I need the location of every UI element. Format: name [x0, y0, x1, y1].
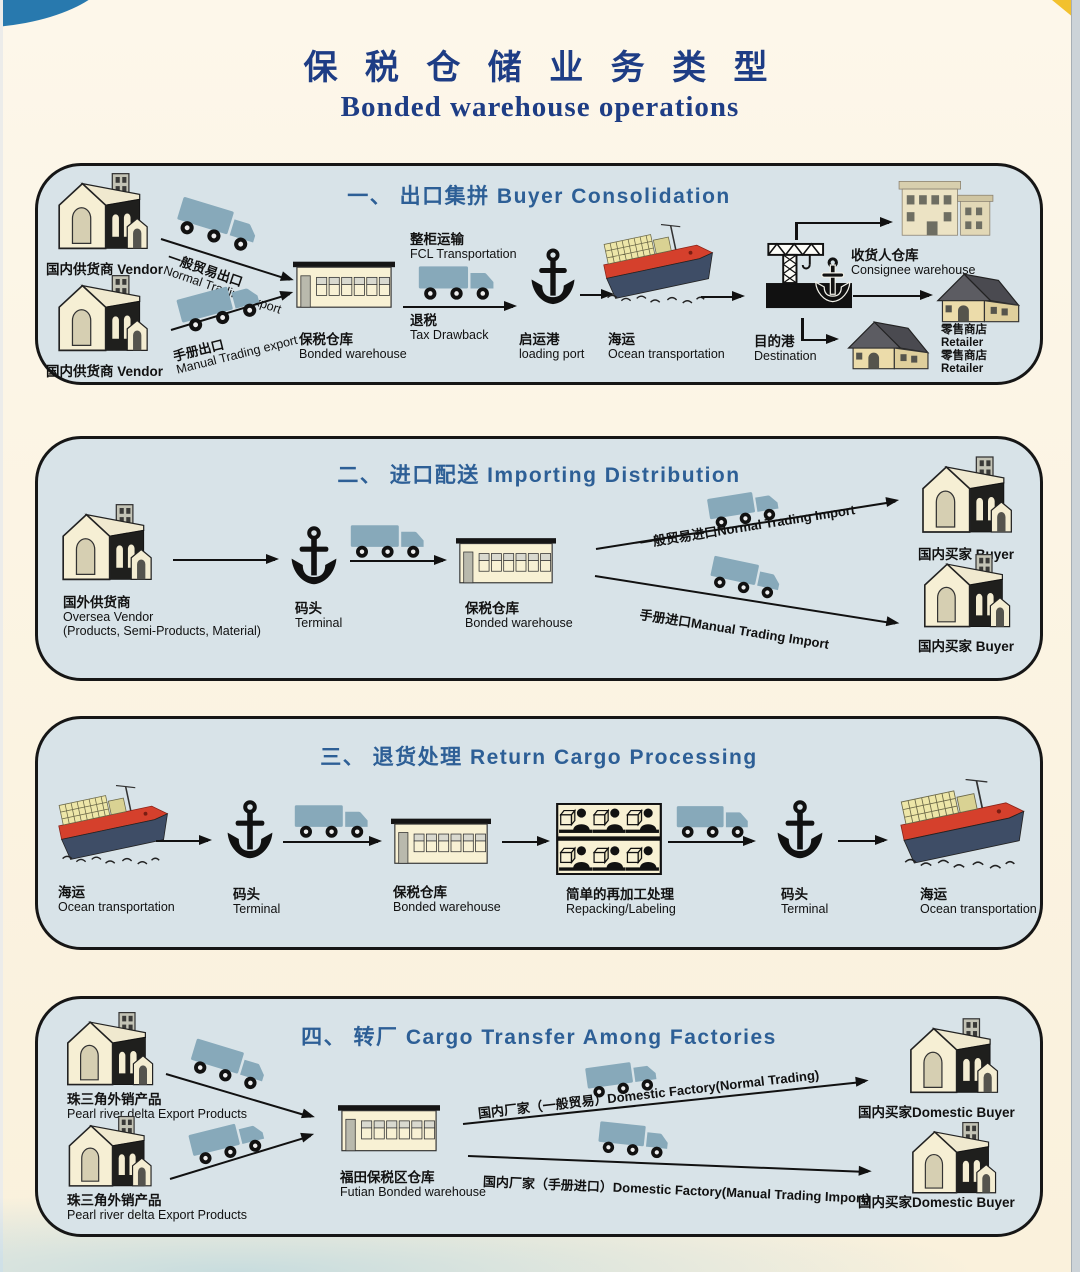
section-2-title: 二、 进口配送 Importing Distribution	[337, 464, 741, 487]
factory-icon	[54, 274, 154, 357]
section-1-buyer-consolidation: 一、 出口集拼 Buyer Consolidation 国内供货商 Vendor…	[35, 163, 1043, 385]
route-manual-import-label: 手册进口Manual Trading Import	[638, 607, 831, 652]
factory-icon	[54, 172, 154, 255]
flow-arrow	[350, 554, 447, 565]
section-3-title: 三、 退货处理 Return Cargo Processing	[320, 746, 758, 769]
page-left-edge	[0, 0, 3, 1272]
truck-icon	[676, 802, 754, 840]
section-4-title: 四、 转厂 Cargo Transfer Among Factories	[301, 1026, 777, 1049]
dock-crane-icon	[766, 236, 852, 316]
factory-icon	[906, 1121, 1004, 1199]
flow-arrow	[156, 834, 212, 845]
factory-icon	[62, 1115, 160, 1192]
section-4-cargo-transfer-among-factories: 四、 转厂 Cargo Transfer Among Factories 珠三角…	[35, 996, 1043, 1237]
domestic-buyer-label: 国内买家Domestic Buyer	[858, 1105, 1015, 1120]
vendor-label: 国内供货商 Vendor	[46, 364, 164, 379]
oversea-vendor-label: 国外供货商 Oversea Vendor (Products, Semi-Pro…	[63, 595, 261, 639]
elbow-connector	[795, 222, 798, 240]
domestic-buyer-label: 国内买家 Buyer	[918, 639, 1015, 654]
factory-icon	[58, 503, 158, 586]
truck-icon	[418, 262, 500, 302]
flow-arrow	[795, 216, 893, 227]
factory-icon	[906, 1017, 1004, 1099]
page-title-chinese: 保 税 仓 储 业 务 类 型	[303, 49, 777, 87]
flow-arrow	[801, 333, 839, 344]
section-2-importing-distribution: 二、 进口配送 Importing Distribution 国外供货商 Ove…	[35, 436, 1043, 681]
flow-arrow	[283, 835, 382, 846]
flow-arrow	[668, 835, 756, 846]
page-title: 保 税 仓 储 业 务 类 型 Bonded warehouse operati…	[0, 40, 1080, 124]
retail-store-icon	[933, 268, 1025, 324]
factory-icon	[918, 553, 1018, 633]
retailer-label: 零售商店 Retailer 零售商店 Retailer	[941, 324, 987, 375]
anchor-icon	[226, 799, 274, 863]
warehouse-icon	[338, 1103, 440, 1156]
flow-arrow	[838, 834, 888, 845]
flow-arrow	[853, 289, 933, 300]
domestic-buyer-label: 国内买家Domestic Buyer	[858, 1195, 1015, 1210]
consignee-warehouse-icon	[896, 171, 996, 241]
page-title-english: Bonded warehouse operations	[340, 91, 740, 123]
truck-icon	[294, 801, 374, 840]
flow-arrow	[701, 290, 745, 301]
repacking-workers-icon	[554, 803, 664, 875]
warehouse-icon	[293, 261, 395, 311]
flow-arrow	[502, 835, 550, 846]
route-domestic-manual-label: 国内厂家（手册进口）Domestic Factory(Manual Tradin…	[482, 1174, 871, 1206]
truck-icon	[350, 521, 430, 560]
page-right-edge	[1071, 0, 1080, 1272]
corner-yellow-decoration	[1052, 0, 1074, 18]
corner-blue-decoration	[0, 0, 115, 28]
factory-icon	[62, 1011, 160, 1091]
flow-arrow	[580, 288, 614, 299]
anchor-icon	[290, 525, 338, 589]
elbow-connector	[801, 318, 804, 340]
flow-arrow	[403, 300, 517, 311]
anchor-icon	[530, 246, 576, 310]
ship-icon	[900, 779, 1030, 876]
warehouse-icon	[391, 818, 491, 867]
section-1-title: 一、 出口集拼 Buyer Consolidation	[347, 185, 731, 208]
flow-arrow	[173, 553, 279, 564]
factory-icon	[918, 455, 1018, 539]
anchor-icon	[776, 799, 824, 863]
ship-icon	[58, 785, 173, 871]
vendor-label: 国内供货商 Vendor	[46, 262, 164, 277]
retail-store-icon	[844, 316, 934, 371]
truck-icon	[596, 1117, 675, 1162]
warehouse-icon	[456, 537, 556, 587]
